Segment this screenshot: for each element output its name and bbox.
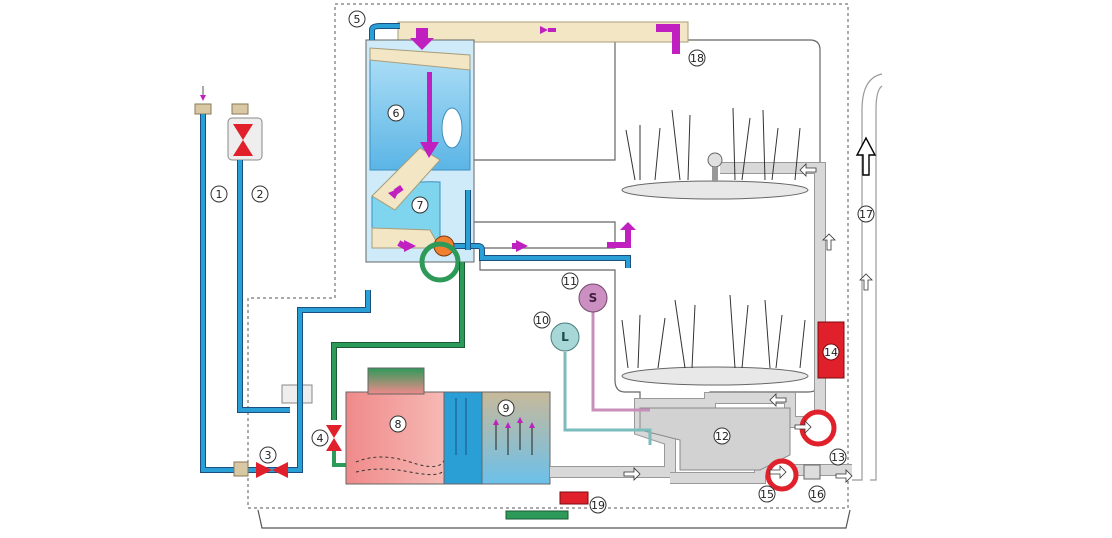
callout-15: 15 bbox=[758, 485, 776, 503]
tank-8 bbox=[345, 391, 445, 485]
drain-hose-17 bbox=[852, 73, 883, 481]
svg-text:15: 15 bbox=[760, 488, 774, 501]
machine-boundary-dashed bbox=[247, 3, 849, 509]
salt-sensor-letter: S bbox=[589, 291, 598, 305]
callout-10: 10 bbox=[533, 311, 551, 329]
svg-text:16: 16 bbox=[810, 488, 824, 501]
lower-spray-arm bbox=[621, 366, 809, 386]
svg-text:10: 10 bbox=[535, 314, 549, 327]
tank-blue-section bbox=[443, 391, 483, 485]
salt-sensor-s bbox=[578, 283, 608, 313]
flow-arrows bbox=[388, 24, 680, 252]
callout-4: 4 bbox=[311, 429, 329, 447]
svg-text:8: 8 bbox=[395, 418, 402, 431]
base-tray bbox=[257, 509, 851, 529]
svg-text:17: 17 bbox=[859, 208, 873, 221]
callout-11: 11 bbox=[561, 272, 579, 290]
inlet-pipe-2 bbox=[227, 103, 290, 413]
callout-17: 17 bbox=[857, 205, 875, 223]
svg-text:19: 19 bbox=[591, 499, 605, 512]
drain-outflow-arrow bbox=[855, 136, 877, 176]
inlet-pipe-1 bbox=[194, 86, 240, 473]
inlet-valve-3 bbox=[233, 290, 371, 478]
callout-3: 3 bbox=[259, 446, 277, 464]
tank-9 bbox=[481, 391, 551, 485]
check-valve-16 bbox=[803, 464, 821, 480]
svg-text:1: 1 bbox=[216, 188, 223, 201]
callout-16: 16 bbox=[808, 485, 826, 503]
svg-text:4: 4 bbox=[317, 432, 324, 445]
callout-7: 7 bbox=[411, 196, 429, 214]
element-19-base bbox=[505, 510, 569, 520]
callout-19: 19 bbox=[589, 496, 607, 514]
svg-text:13: 13 bbox=[831, 451, 845, 464]
callout-13: 13 bbox=[829, 448, 847, 466]
callout-numbers: 1 2 3 4 5 6 7 8 9 10 11 12 13 14 15 16 1… bbox=[210, 10, 875, 514]
svg-text:5: 5 bbox=[354, 13, 361, 26]
svg-text:2: 2 bbox=[257, 188, 264, 201]
callout-8: 8 bbox=[389, 415, 407, 433]
svg-text:18: 18 bbox=[690, 52, 704, 65]
callout-6: 6 bbox=[387, 104, 405, 122]
element-19-red bbox=[559, 491, 589, 505]
callout-14: 14 bbox=[822, 343, 840, 361]
valve-4 bbox=[326, 425, 346, 467]
callout-18: 18 bbox=[688, 49, 706, 67]
callout-2: 2 bbox=[251, 185, 269, 203]
level-sensor-l bbox=[550, 322, 580, 352]
svg-text:3: 3 bbox=[265, 449, 272, 462]
svg-text:7: 7 bbox=[417, 199, 424, 212]
svg-text:12: 12 bbox=[715, 430, 729, 443]
svg-text:6: 6 bbox=[393, 107, 400, 120]
lower-spray-jets bbox=[621, 294, 806, 369]
callout-9: 9 bbox=[497, 399, 515, 417]
drain-flow-chevrons bbox=[623, 163, 873, 483]
svg-text:14: 14 bbox=[824, 346, 838, 359]
callout-1: 1 bbox=[210, 185, 228, 203]
wash-tub bbox=[469, 39, 821, 406]
callout-5: 5 bbox=[348, 10, 366, 28]
svg-text:9: 9 bbox=[503, 402, 510, 415]
upper-spray-arm bbox=[621, 180, 809, 200]
callout-12: 12 bbox=[713, 427, 731, 445]
tank-9-up-arrows bbox=[493, 417, 535, 455]
upper-spray-jets bbox=[625, 107, 801, 181]
svg-text:11: 11 bbox=[563, 275, 577, 288]
level-sensor-letter: L bbox=[561, 330, 569, 344]
